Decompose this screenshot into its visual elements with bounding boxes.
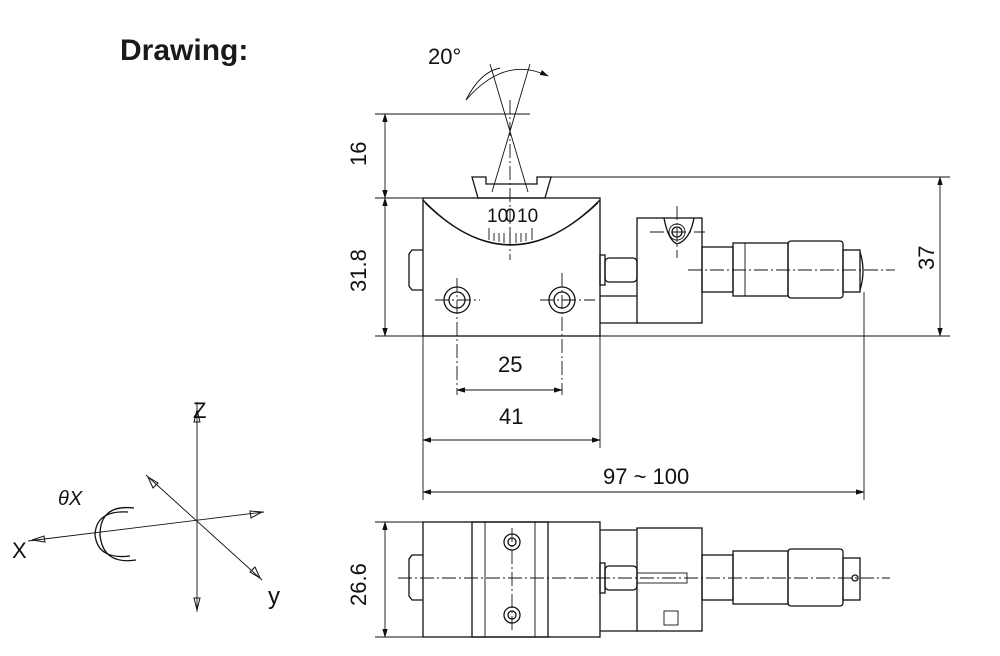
- drawing-title: Drawing:: [120, 34, 249, 67]
- dim-37: 37: [914, 246, 939, 270]
- dim-31-8: 31.8: [346, 249, 371, 292]
- dial-label-left: 10: [487, 206, 508, 227]
- dial-ticks: [488, 228, 533, 243]
- axis-x-label: X: [12, 538, 27, 563]
- left-tab: [408, 249, 423, 291]
- micrometer-top: [599, 206, 895, 500]
- axis-theta-x-label: θX: [58, 488, 83, 510]
- dim-26-6: 26.6: [346, 563, 371, 606]
- axis-z-label: Z: [193, 398, 206, 423]
- dim-97-100: 97 ~ 100: [603, 464, 689, 489]
- dim-25: 25: [498, 352, 522, 377]
- top-view: 26.6: [346, 521, 890, 638]
- dim-16: 16: [346, 142, 371, 166]
- mounting-hole-right: [540, 273, 595, 395]
- wedge-top: [471, 176, 552, 199]
- dim-20-deg: 20°: [428, 44, 461, 69]
- axis-y-label: y: [268, 583, 280, 610]
- coordinate-axes: Z X y θX: [12, 398, 280, 612]
- dim-41: 41: [499, 404, 523, 429]
- dial-label-right: 10: [517, 206, 538, 227]
- mounting-hole-left: [435, 278, 480, 395]
- front-view: 10 0 10: [346, 44, 950, 500]
